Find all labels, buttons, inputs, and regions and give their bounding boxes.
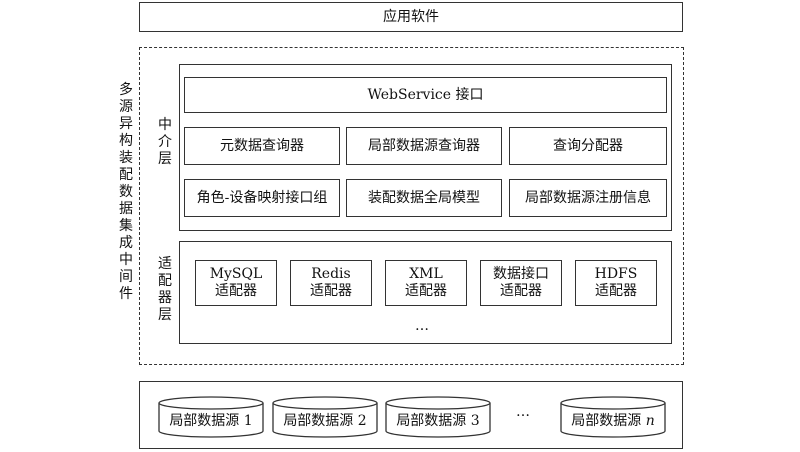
xml-adapter-box: XML 适配器 bbox=[385, 260, 467, 306]
redis-adapter-name: Redis bbox=[311, 266, 351, 282]
middleware-label-char: 据 bbox=[119, 201, 133, 217]
datasource-cylinder-1: 局部数据源 1 bbox=[158, 396, 264, 438]
redis-adapter-box: Redis 适配器 bbox=[290, 260, 372, 306]
middleware-label-char: 中 bbox=[119, 252, 133, 268]
xml-adapter-suffix: 适配器 bbox=[405, 283, 447, 299]
data-interface-adapter-suffix: 适配器 bbox=[500, 283, 542, 299]
middleware-label-char: 多 bbox=[119, 82, 133, 98]
hdfs-adapter-suffix: 适配器 bbox=[595, 283, 637, 299]
role-device-mapping-label: 角色-设备映射接口组 bbox=[196, 190, 328, 206]
adapter-label-char: 层 bbox=[158, 307, 172, 323]
mediation-label-char: 中 bbox=[158, 117, 172, 133]
middleware-vertical-label: 多源异构装配数据集成中间件 bbox=[116, 82, 136, 303]
mysql-adapter-box: MySQL 适配器 bbox=[195, 260, 277, 306]
adapter-label-char: 配 bbox=[158, 273, 172, 289]
local-source-query-box: 局部数据源查询器 bbox=[346, 127, 502, 165]
middleware-label-char: 异 bbox=[119, 116, 133, 132]
datasource-cylinder-n: 局部数据源 n bbox=[560, 396, 666, 438]
data-interface-adapter-box: 数据接口 适配器 bbox=[480, 260, 562, 306]
middleware-label-char: 源 bbox=[119, 99, 133, 115]
webservice-interface-label: WebService 接口 bbox=[367, 87, 484, 103]
webservice-interface-box: WebService 接口 bbox=[184, 77, 667, 113]
xml-adapter-name: XML bbox=[409, 266, 443, 282]
adapter-ellipsis: … bbox=[415, 318, 429, 334]
mediation-label-char: 介 bbox=[158, 134, 172, 150]
middleware-label-char: 装 bbox=[119, 150, 133, 166]
registration-info-label: 局部数据源注册信息 bbox=[525, 190, 651, 206]
query-dispatcher-box: 查询分配器 bbox=[509, 127, 667, 165]
datasource-ellipsis: … bbox=[516, 404, 530, 420]
datasource-2-label: 局部数据源 2 bbox=[283, 413, 366, 429]
adapter-label-char: 适 bbox=[158, 256, 172, 272]
middleware-label-char: 配 bbox=[119, 167, 133, 183]
application-software-box: 应用软件 bbox=[139, 2, 683, 32]
datasource-3-label: 局部数据源 3 bbox=[396, 413, 479, 429]
middleware-label-char: 集 bbox=[119, 218, 133, 234]
hdfs-adapter-box: HDFS 适配器 bbox=[575, 260, 657, 306]
datasource-n-label: 局部数据源 n bbox=[571, 413, 654, 429]
application-software-label: 应用软件 bbox=[383, 9, 439, 25]
datasource-cylinder-2: 局部数据源 2 bbox=[272, 396, 378, 438]
adapter-layer-label: 适配器层 bbox=[155, 256, 175, 324]
middleware-label-char: 成 bbox=[119, 235, 133, 251]
hdfs-adapter-name: HDFS bbox=[594, 266, 638, 282]
middleware-label-char: 构 bbox=[119, 133, 133, 149]
datasource-n-index: n bbox=[646, 413, 655, 429]
registration-info-box: 局部数据源注册信息 bbox=[509, 179, 667, 217]
datasource-n-prefix: 局部数据源 bbox=[571, 413, 645, 429]
global-model-label: 装配数据全局模型 bbox=[368, 190, 480, 206]
datasource-cylinder-3: 局部数据源 3 bbox=[385, 396, 491, 438]
metadata-query-label: 元数据查询器 bbox=[220, 138, 304, 154]
middleware-label-char: 件 bbox=[119, 286, 133, 302]
mediation-layer-label: 中介层 bbox=[155, 117, 175, 168]
middleware-label-char: 间 bbox=[119, 269, 133, 285]
mediation-label-char: 层 bbox=[158, 151, 172, 167]
global-model-box: 装配数据全局模型 bbox=[346, 179, 502, 217]
local-source-query-label: 局部数据源查询器 bbox=[368, 138, 480, 154]
redis-adapter-suffix: 适配器 bbox=[310, 283, 352, 299]
middleware-label-char: 数 bbox=[119, 184, 133, 200]
mysql-adapter-suffix: 适配器 bbox=[215, 283, 257, 299]
adapter-label-char: 器 bbox=[158, 290, 172, 306]
middleware-container bbox=[139, 47, 684, 365]
mysql-adapter-name: MySQL bbox=[209, 266, 263, 282]
metadata-query-box: 元数据查询器 bbox=[184, 127, 340, 165]
data-interface-adapter-name: 数据接口 bbox=[493, 266, 549, 282]
datasource-1-label: 局部数据源 1 bbox=[169, 413, 252, 429]
role-device-mapping-box: 角色-设备映射接口组 bbox=[184, 179, 340, 217]
query-dispatcher-label: 查询分配器 bbox=[553, 138, 623, 154]
